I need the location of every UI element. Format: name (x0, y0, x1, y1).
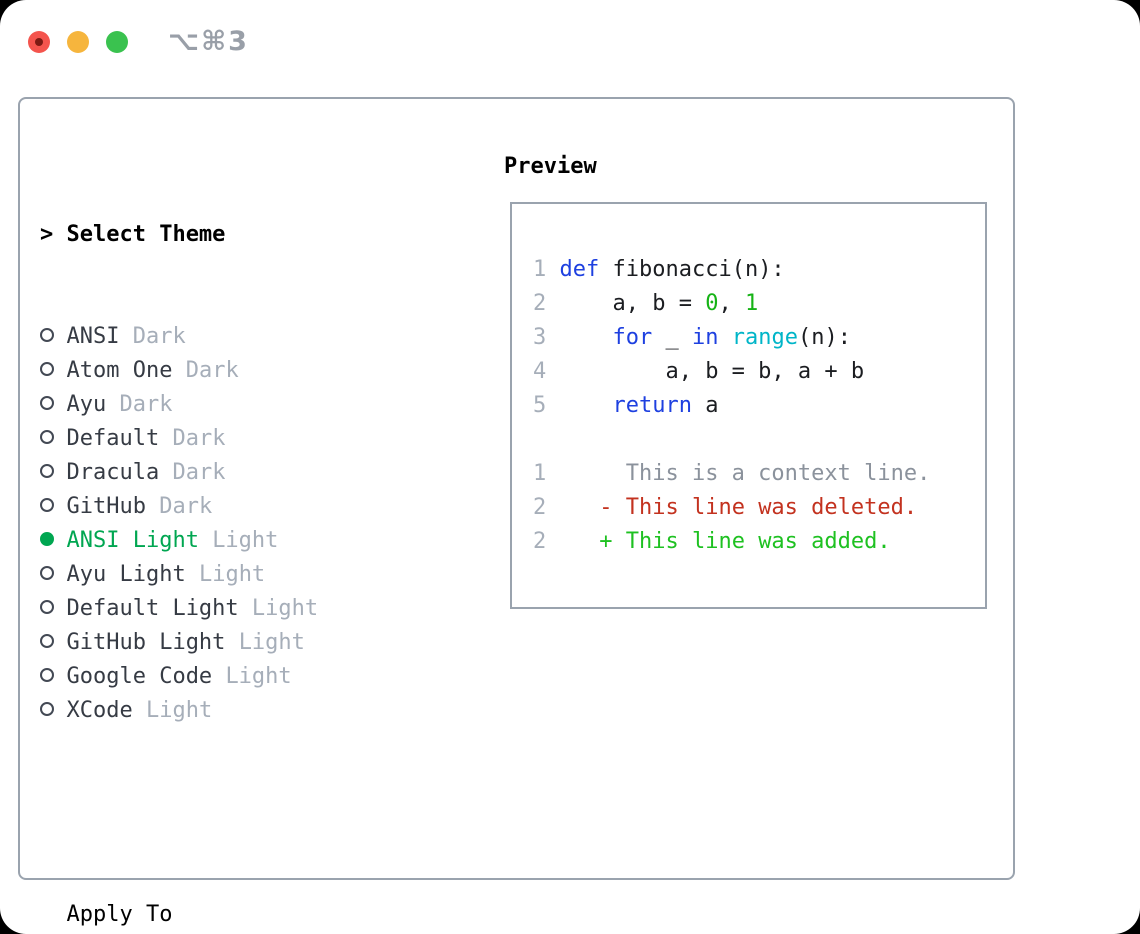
theme-option-ayu[interactable]: Ayu Dark (40, 388, 411, 422)
option-label: ANSI (66, 324, 120, 349)
option-label: Ayu Light (66, 562, 186, 587)
theme-variant-label: Light (225, 664, 292, 689)
option-label: Ayu (66, 392, 107, 417)
titlebar: ⌥⌘3 (28, 26, 249, 57)
close-button[interactable] (28, 30, 50, 53)
apply-to-header: Apply To (40, 898, 411, 932)
theme-variant-label: Light (145, 698, 213, 723)
radio-icon (40, 702, 54, 716)
diff-added-line: 2 + This line was added. (533, 529, 891, 554)
theme-variant-label: Dark (172, 460, 226, 485)
radio-icon (40, 634, 54, 648)
theme-variant-label: Dark (132, 324, 186, 349)
blank-line (533, 423, 985, 457)
option-label: GitHub Light (66, 630, 226, 655)
prompt-icon: > (40, 222, 54, 247)
option-label: Default Light (66, 596, 239, 621)
theme-variant-label: Light (251, 596, 319, 621)
theme-option-google-code[interactable]: Google Code Light (40, 660, 411, 694)
radio-icon (40, 362, 54, 376)
diff-deleted-line: 2 - This line was deleted. (533, 495, 918, 520)
theme-variant-label: Dark (159, 494, 213, 519)
theme-option-ansi[interactable]: ANSI Dark (40, 320, 411, 354)
option-label: Atom One (66, 358, 173, 383)
preview-title: Preview (504, 154, 597, 179)
radio-icon (40, 566, 54, 580)
theme-option-ansi-light[interactable]: ANSI Light Light (40, 524, 411, 558)
radio-icon (40, 464, 54, 478)
theme-option-atom-one[interactable]: Atom One Dark (40, 354, 411, 388)
radio-icon (40, 328, 54, 342)
code-line: 3 for _ in range(n): (533, 325, 851, 350)
option-label: XCode (66, 698, 133, 723)
spacer (40, 796, 411, 830)
radio-icon (40, 668, 54, 682)
apply-to-title: Apply To (66, 902, 173, 927)
theme-variant-label: Light (212, 528, 279, 553)
theme-option-github-light[interactable]: GitHub Light Light (40, 626, 411, 660)
preview-box: 1 def fibonacci(n): 2 a, b = 0, 1 3 for _ … (510, 202, 987, 609)
theme-variant-label: Light (198, 562, 266, 587)
radio-icon (40, 430, 54, 444)
code-line: 1 def fibonacci(n): (533, 257, 785, 282)
select-theme-header: > Select Theme (40, 218, 411, 252)
radio-icon (40, 600, 54, 614)
code-line: 4 a, b = b, a + b (533, 359, 865, 384)
minimize-button[interactable] (67, 30, 89, 53)
theme-variant-label: Dark (172, 426, 226, 451)
radio-selected-icon (40, 532, 54, 546)
option-label: Dracula (66, 460, 160, 485)
theme-variant-label: Light (238, 630, 305, 655)
window-shortcut-label: ⌥⌘3 (168, 26, 249, 57)
theme-option-ayu-light[interactable]: Ayu Light Light (40, 558, 411, 592)
theme-option-default-light[interactable]: Default Light Light (40, 592, 411, 626)
theme-option-xcode[interactable]: XCode Light (40, 694, 411, 728)
option-label: Google Code (66, 664, 213, 689)
theme-variant-label: Dark (119, 392, 173, 417)
option-label: Default (66, 426, 160, 451)
code-line: 5 return a (533, 393, 719, 418)
code-line: 2 a, b = 0, 1 (533, 291, 759, 316)
radio-icon (40, 396, 54, 410)
option-label: ANSI Light (66, 528, 199, 553)
option-label: GitHub (66, 494, 146, 519)
theme-option-dracula[interactable]: Dracula Dark (40, 456, 411, 490)
theme-option-github[interactable]: GitHub Dark (40, 490, 411, 524)
theme-option-default[interactable]: Default Dark (40, 422, 411, 456)
zoom-button[interactable] (106, 30, 128, 53)
radio-icon (40, 498, 54, 512)
diff-context-line: 1 This is a context line. (533, 461, 931, 486)
active-dot-icon (35, 37, 43, 46)
theme-variant-label: Dark (185, 358, 239, 383)
select-theme-title: Select Theme (66, 222, 226, 247)
